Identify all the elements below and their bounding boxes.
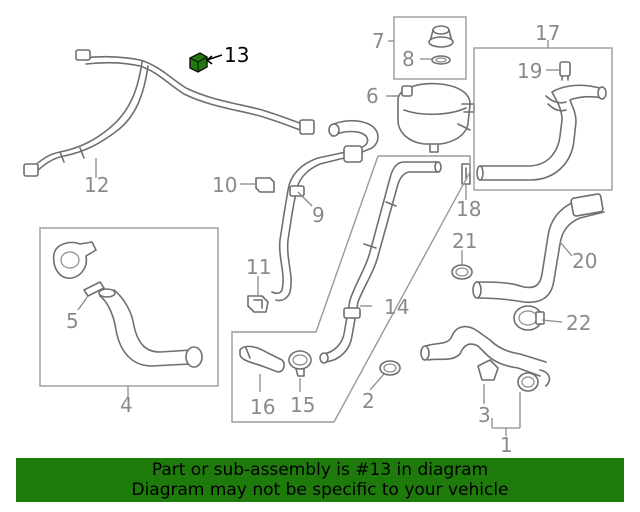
part-21-clamp xyxy=(451,264,473,280)
callout-3: 3 xyxy=(478,403,491,427)
part-7-cap xyxy=(428,25,454,48)
part-4-hose xyxy=(98,288,203,368)
callout-20: 20 xyxy=(572,249,597,273)
callout-19: 19 xyxy=(517,59,542,83)
part-3-clamp xyxy=(477,359,499,381)
part-9-hose xyxy=(271,119,379,302)
parts-diagram: 13 7 8 6 17 19 12 10 9 18 11 14 21 20 5 … xyxy=(23,16,613,456)
part-1-hose xyxy=(420,325,551,392)
callout-22: 22 xyxy=(566,311,591,335)
callout-5: 5 xyxy=(66,309,79,333)
callout-4: 4 xyxy=(120,393,133,417)
part-13-clip xyxy=(189,52,208,73)
callout-18: 18 xyxy=(456,197,481,221)
callout-15: 15 xyxy=(290,393,315,417)
callout-1: 1 xyxy=(500,433,513,456)
callout-12: 12 xyxy=(84,173,109,197)
info-banner: Part or sub-assembly is #13 in diagram D… xyxy=(16,458,624,502)
part-19-sensor xyxy=(559,61,571,81)
callout-7: 7 xyxy=(372,29,385,53)
callout-2: 2 xyxy=(362,389,375,413)
part-6-reservoir xyxy=(397,82,475,153)
part-11-clamp xyxy=(247,295,269,313)
banner-line-2: Diagram may not be specific to your vehi… xyxy=(131,480,509,500)
part-12-hose-harness xyxy=(23,49,315,177)
callout-21: 21 xyxy=(452,229,477,253)
part-2-clamp xyxy=(379,360,401,376)
part-10-sensor xyxy=(255,177,275,193)
part-15-clamp xyxy=(288,350,312,377)
callout-13: 13 xyxy=(224,43,249,67)
callout-10: 10 xyxy=(212,173,237,197)
part-18-bracket xyxy=(461,163,471,185)
callout-17: 17 xyxy=(535,21,560,45)
part-7-box xyxy=(393,16,467,80)
part-20-hose xyxy=(472,193,605,304)
part-14-tube xyxy=(319,161,442,364)
part-16-hose xyxy=(239,345,285,373)
part-17-hose xyxy=(476,84,607,181)
part-4-housing xyxy=(52,241,97,279)
callout-labels: 13 7 8 6 17 19 12 10 9 18 11 14 21 20 5 … xyxy=(66,21,597,456)
part-5-gasket xyxy=(83,281,105,297)
banner-line-1: Part or sub-assembly is #13 in diagram xyxy=(151,460,489,480)
part-4-box xyxy=(39,227,219,387)
callout-8: 8 xyxy=(402,47,415,71)
callout-16: 16 xyxy=(250,395,275,419)
part-8-seal xyxy=(431,55,451,65)
callout-9: 9 xyxy=(312,203,325,227)
callout-11: 11 xyxy=(246,255,271,279)
part-22-clamp xyxy=(513,305,545,331)
part-17-box xyxy=(473,47,613,191)
leader-lines xyxy=(77,40,573,436)
callout-14: 14 xyxy=(384,295,409,319)
part-14-box xyxy=(231,155,471,423)
callout-6: 6 xyxy=(366,84,379,108)
